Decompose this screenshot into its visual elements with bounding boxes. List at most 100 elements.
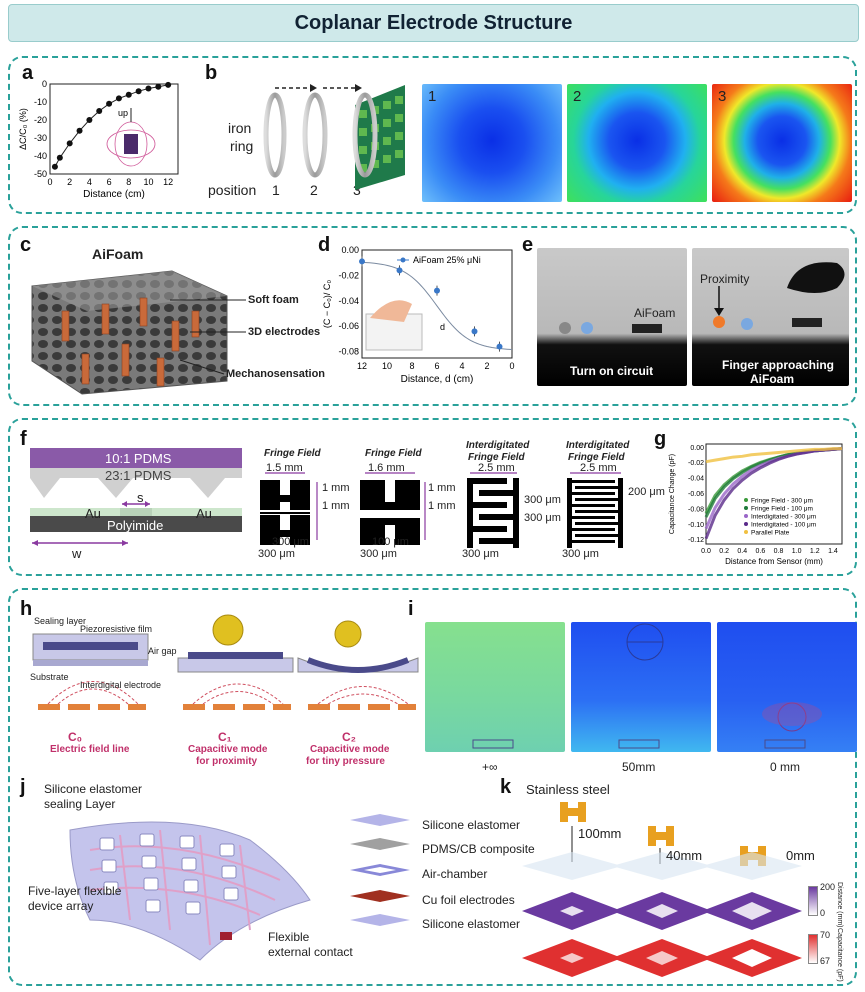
panel-a-ytick: -50	[34, 169, 47, 179]
panel-a-ytick: 0	[42, 79, 47, 89]
panel-k-label: k	[500, 776, 512, 798]
panel-a-xtick: 6	[107, 177, 112, 187]
panel-d-ytick: -0.04	[338, 296, 359, 306]
pattern-1-dim-side: 300 μm	[258, 548, 295, 560]
c1-label: C₁	[218, 730, 232, 744]
panel-a-xtick: 8	[126, 177, 131, 187]
capacitance-colorbar	[808, 934, 818, 964]
panel-g-frame	[705, 443, 843, 545]
panel-d-point	[496, 343, 503, 350]
panel-a-ytick: -10	[34, 97, 47, 107]
pdms-stack-diagram	[30, 448, 242, 546]
soft-foam-label: Soft foam	[248, 294, 299, 306]
panel-a-xtick: 10	[143, 177, 153, 187]
position-3: 3	[353, 182, 361, 198]
panel-a-label: a	[22, 62, 34, 84]
turn-on-caption[interactable]: Turn on circuit	[570, 364, 654, 378]
air-gap-label: Air gap	[148, 646, 177, 656]
heatmap-position-2	[567, 84, 707, 202]
panel-a-point	[106, 100, 113, 107]
panel-g-xtick: 0.8	[774, 548, 784, 555]
electrode-patterns	[260, 472, 623, 548]
heatmap-3-index: 3	[718, 88, 727, 105]
panel-g-series-line	[705, 447, 842, 464]
panel-d-fit-line	[361, 261, 513, 351]
heatmap-position-3	[712, 84, 852, 202]
pattern-2-dim-top: 1.6 mm	[368, 462, 405, 474]
iron-ring-illustration	[263, 84, 405, 190]
panel-g-legend-marker	[744, 530, 748, 534]
heatmap-1-index: 1	[428, 88, 437, 105]
array-label-2: device array	[28, 899, 94, 913]
distance-100mm: 100mm	[578, 826, 622, 841]
heatmap-2-index: 2	[573, 88, 582, 105]
c1-caption-2: for proximity	[196, 756, 258, 767]
panel-g-legend-marker	[744, 506, 748, 510]
distance-scale-label: Distance (mm)	[836, 882, 843, 928]
panel-g-legend-label: Fringe Field - 100 μm	[751, 506, 813, 513]
pattern-2-dim-side: 300 μm	[360, 548, 397, 560]
c0-caption: Electric field line	[50, 744, 130, 755]
panel-g-legend-label: Fringe Field - 300 μm	[751, 498, 813, 505]
pattern-2-dim-bottom: 100 μm	[372, 536, 409, 548]
pattern-4-title-2: Fringe Field	[568, 452, 625, 463]
distance-40mm: 40mm	[666, 848, 703, 863]
position-1: 1	[272, 182, 280, 198]
proximity-maps	[522, 802, 802, 977]
panel-d-point	[396, 267, 403, 274]
field-caption-infinity: +∞	[482, 760, 498, 774]
panel-d-xtick: 10	[382, 361, 392, 371]
panel-a-line	[54, 84, 169, 168]
c2-caption-1: Capacitive mode	[310, 744, 390, 755]
panel-a-xtick: 0	[47, 177, 52, 187]
panel-g-legend-marker	[744, 514, 748, 518]
c2-label: C₂	[342, 730, 356, 744]
field-map-infinity	[425, 622, 565, 752]
panel-a-point	[76, 127, 83, 134]
panel-g-xtick: 1.2	[810, 548, 820, 555]
panel-d-point	[359, 258, 365, 265]
panel-g-xtick: 0.4	[737, 548, 747, 555]
pattern-1-dim-r1: 1 mm	[322, 482, 350, 494]
panel-d-xtick: 6	[434, 361, 439, 371]
sealing-label-1: Silicone elastomer	[44, 782, 143, 796]
panel-g-xtick: 1.4	[828, 548, 838, 555]
mechanosensation-label: Mechanosensation	[226, 368, 326, 380]
gap-s-label: s	[137, 490, 144, 505]
panel-g-ytick: -0.04	[688, 476, 704, 483]
stainless-steel-label: Stainless steel	[526, 782, 610, 797]
layer-stack-exploded	[350, 814, 410, 926]
pattern-1-dim-bottom: 300 μm	[272, 536, 309, 548]
piezoresistive-film-label: Piezoresistive film	[80, 624, 153, 634]
panel-e-label: e	[522, 234, 534, 256]
panel-d-ytick: -0.08	[338, 347, 359, 357]
array-label-1: Five-layer flexible	[28, 884, 122, 898]
width-w-label: w	[72, 546, 82, 561]
panel-d-ytick: 0.00	[341, 245, 359, 255]
panel-a-inset-label: up	[118, 108, 128, 118]
panel-g-ytick: -0.02	[688, 460, 704, 467]
panel-e-objects	[559, 262, 845, 334]
pattern-3-dim-r2: 300 μm	[524, 512, 561, 524]
panel-g-legend-label: Interdigitated - 100 μm	[751, 522, 816, 529]
sensor-layer-diagrams	[32, 633, 419, 710]
substrate-label: Substrate	[30, 672, 69, 682]
panel-a-point	[56, 154, 63, 161]
panel-d-xtick: 12	[357, 361, 367, 371]
panel-row-fg	[8, 418, 857, 576]
ring-label: ring	[230, 138, 254, 154]
distance-colorbar	[808, 886, 818, 916]
layer-4-label: Cu foil electrodes	[422, 893, 515, 907]
panel-c-leader-lines	[170, 299, 246, 375]
distance-0mm: 0mm	[786, 848, 815, 863]
field-caption-0mm: 0 mm	[770, 760, 800, 774]
panel-g-ytick: 0.00	[690, 445, 704, 452]
panel-a-ytick: -20	[34, 115, 47, 125]
pattern-2-dim-r2: 1 mm	[428, 500, 456, 512]
sealing-label-2: sealing Layer	[44, 797, 116, 811]
panel-d-xtick: 4	[459, 361, 464, 371]
panel-a-point	[66, 140, 73, 147]
3d-electrodes-label: 3D electrodes	[248, 326, 321, 338]
panel-a-xlabel: Distance (cm)	[83, 189, 145, 200]
